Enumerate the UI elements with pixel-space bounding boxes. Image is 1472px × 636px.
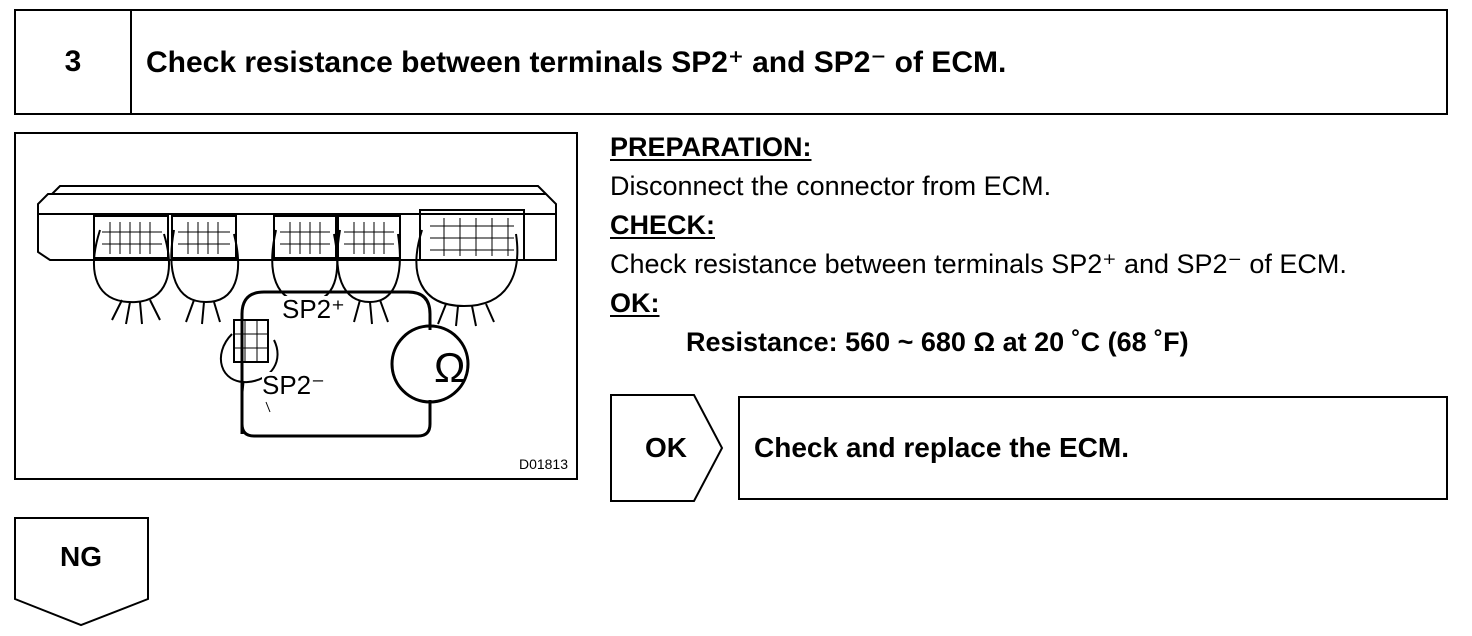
figure-code: D01813 [518, 456, 568, 472]
terminal-label-minus: SP2⁻ [262, 370, 325, 400]
step-number: 3 [16, 11, 132, 113]
check-text: Check resistance between terminals SP2⁺ … [610, 249, 1347, 279]
ok-action-text: Check and replace the ECM. [738, 396, 1448, 500]
check-heading: CHECK: [610, 210, 715, 240]
resistance-spec: Resistance: 560 ~ 680 Ω at 20 ˚C (68 ˚F) [686, 327, 1189, 357]
terminal-label-plus: SP2⁺ [282, 294, 345, 324]
ok-heading: OK: [610, 288, 660, 318]
ok-arrow-shape [610, 394, 724, 502]
preparation-text: Disconnect the connector from ECM. [610, 171, 1052, 201]
step-title: Check resistance between terminals SP2⁺ … [146, 45, 1007, 79]
instructions: PREPARATION: Disconnect the connector fr… [610, 128, 1460, 362]
preparation-heading: PREPARATION: [610, 132, 812, 162]
ok-result-branch: OK Check and replace the ECM. [610, 394, 1450, 502]
step-header: 3 Check resistance between terminals SP2… [14, 9, 1448, 115]
ohmmeter-icon: Ω [434, 344, 466, 391]
ng-arrow-shape [14, 517, 149, 627]
ng-result-branch: NG [14, 517, 150, 627]
ecm-diagram: Ω SP2⁺ SP2⁻ D01813 [14, 132, 578, 480]
ng-label: NG [60, 541, 102, 572]
ok-label: OK [645, 432, 687, 463]
ecm-connector-illustration [37, 185, 557, 438]
